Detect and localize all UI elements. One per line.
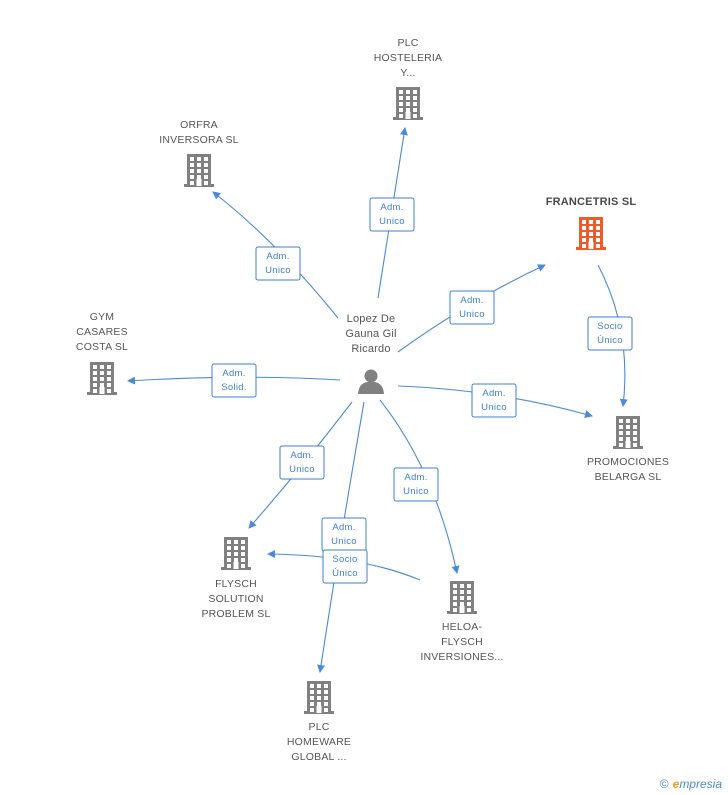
building-icon[interactable]	[613, 416, 643, 449]
edge-role-text: Adm.Unico	[403, 472, 429, 497]
edge-label-to-heloa[interactable]: Adm.Unico	[393, 467, 439, 502]
building-icon[interactable]	[393, 87, 423, 120]
building-icon[interactable]	[576, 217, 606, 250]
edge-label-to-francetris[interactable]: Adm.Unico	[449, 290, 495, 325]
edge-role-text: Adm.Unico	[379, 202, 405, 227]
building-icon[interactable]	[304, 681, 334, 714]
edge-role-text: Adm.Unico	[331, 522, 357, 547]
edge-role-text: Adm.Solid.	[221, 368, 247, 393]
empresia-watermark[interactable]: ©empresia	[660, 777, 722, 791]
building-icon[interactable]	[447, 581, 477, 614]
company-name-label: FRANCETRIS SL	[546, 196, 637, 208]
edge-role-text: Adm.Unico	[481, 388, 507, 413]
edge-label-to-orfra[interactable]: Adm.Unico	[255, 246, 301, 281]
edge-label-to-plc-hosteleria[interactable]: Adm.Unico	[369, 197, 415, 232]
edge-label-to-promociones[interactable]: Adm.Unico	[471, 383, 517, 418]
company-node-francetris[interactable]: FRANCETRIS SL	[546, 196, 637, 250]
brand-logo-text: mpresia	[679, 777, 722, 791]
edge-label-to-gym[interactable]: Adm.Solid.	[211, 363, 257, 398]
edge-label-to-plc-homeware[interactable]: Adm.Unico	[321, 517, 367, 552]
edge-role-text: Adm.Unico	[265, 251, 291, 276]
building-icon[interactable]	[221, 537, 251, 570]
brand-logo-initial: e	[672, 777, 680, 791]
building-icon[interactable]	[87, 362, 117, 395]
edge-role-text: Adm.Unico	[289, 450, 315, 475]
copyright-symbol: ©	[659, 777, 669, 791]
edge-label-to-flysch[interactable]: Adm.Unico	[279, 445, 325, 480]
person-icon[interactable]	[358, 369, 384, 395]
edge-role-text: Adm.Unico	[459, 295, 485, 320]
building-icon[interactable]	[184, 154, 214, 187]
